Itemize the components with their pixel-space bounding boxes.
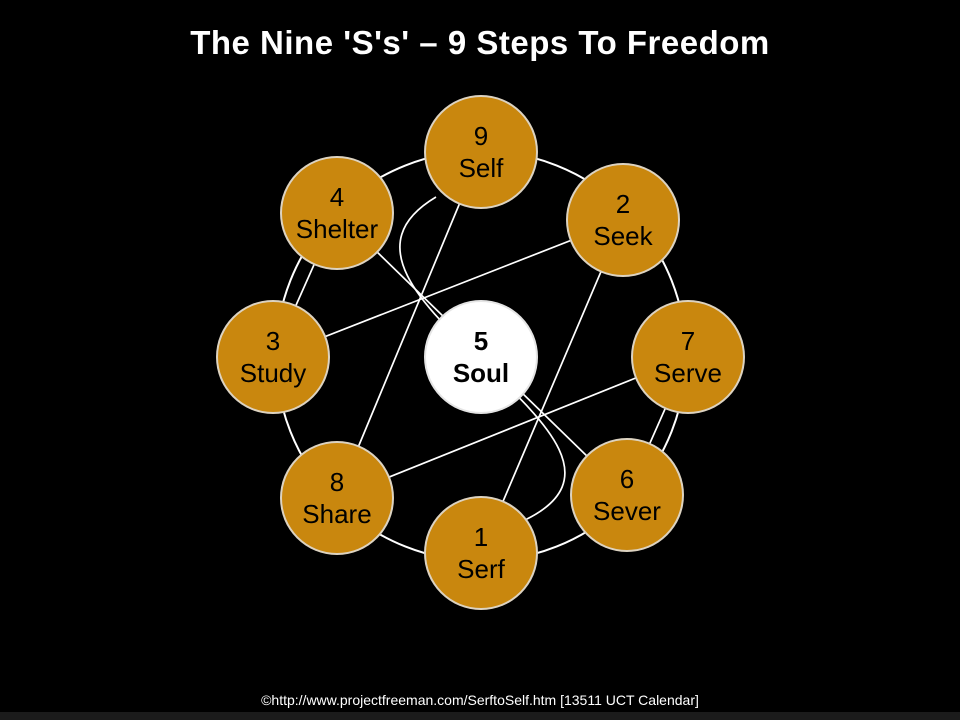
node-label: Soul bbox=[452, 358, 510, 388]
node-number: 7 bbox=[680, 326, 696, 356]
node-label: Serf bbox=[457, 554, 505, 584]
node-number: 2 bbox=[615, 189, 631, 219]
node-label: Shelter bbox=[295, 214, 379, 244]
node-label: Sever bbox=[593, 496, 661, 526]
node-number: 3 bbox=[265, 326, 281, 356]
node-label: Self bbox=[458, 153, 504, 183]
node-number: 6 bbox=[619, 464, 635, 494]
connection-line-serf-seek bbox=[480, 219, 624, 554]
connection-line-seek-study bbox=[272, 219, 624, 358]
node-label: Study bbox=[239, 358, 307, 388]
connection-line-serve-share bbox=[336, 356, 689, 499]
node-label: Serve bbox=[654, 358, 722, 388]
node-label: Seek bbox=[593, 221, 653, 251]
node-number: 9 bbox=[473, 121, 489, 151]
footer-credit: ©http://www.projectfreeman.com/SerftoSel… bbox=[261, 692, 699, 708]
node-number: 4 bbox=[329, 182, 345, 212]
node-number: 8 bbox=[329, 467, 345, 497]
node-number: 1 bbox=[473, 522, 489, 552]
diagram-title: The Nine 'S's' – 9 Steps To Freedom bbox=[190, 24, 770, 61]
bottom-strip bbox=[0, 712, 960, 720]
node-label: Share bbox=[302, 499, 372, 529]
node-number: 5 bbox=[473, 326, 489, 356]
connection-line-share-self bbox=[336, 151, 482, 499]
